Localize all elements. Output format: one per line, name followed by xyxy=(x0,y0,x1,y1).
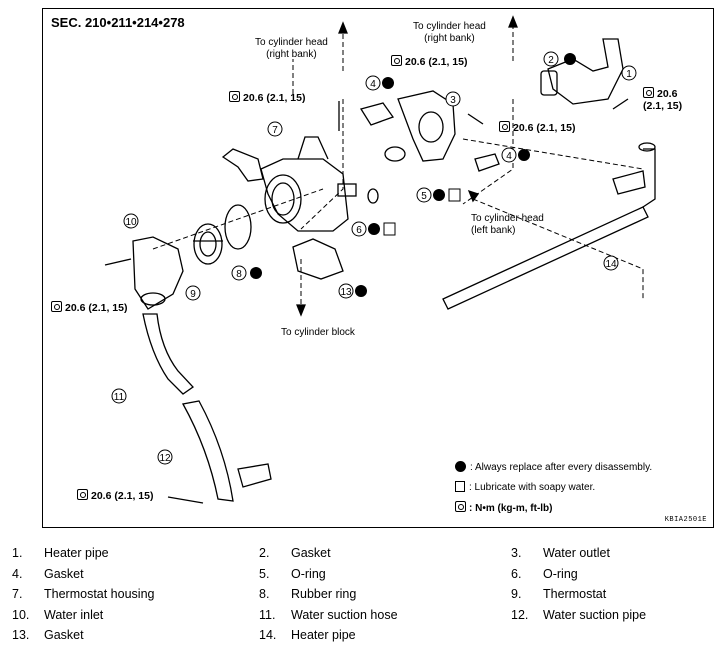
torque-spec-6: 20.6 (2.1, 15) xyxy=(77,489,153,502)
lubricate-icon xyxy=(455,481,465,492)
diagram-frame: SEC. 210•211•214•278 To cylinder head (r… xyxy=(42,8,714,528)
torque-spec-5: 20.6 (2.1, 15) xyxy=(51,301,127,314)
legend-replace: : Always replace after every disassembly… xyxy=(455,461,652,473)
legend-torque: : N•m (kg-m, ft-lb) xyxy=(455,501,553,514)
torque-icon xyxy=(455,501,466,512)
rubber-ring-shape xyxy=(224,204,252,250)
thermostat-shape xyxy=(193,223,223,265)
torque-icon xyxy=(643,87,654,98)
direction-label-right-bank-1: To cylinder head (right bank) xyxy=(255,37,328,60)
torque-icon xyxy=(77,489,88,500)
torque-icon xyxy=(391,55,402,66)
torque-icon xyxy=(51,301,62,312)
svg-text:4: 4 xyxy=(506,151,512,162)
direction-label-left-bank: To cylinder head (left bank) xyxy=(471,213,544,236)
callout-numbers: 1 2 3 4 4 5 6 7 8 9 10 11 12 13 14 xyxy=(111,51,637,465)
callout-6: 6 xyxy=(351,221,367,237)
svg-text:10: 10 xyxy=(125,217,137,228)
torque-icon xyxy=(229,91,240,102)
torque-spec-2: 20.6 (2.1, 15) xyxy=(391,55,467,68)
direction-label-right-bank-2: To cylinder head (right bank) xyxy=(413,21,486,44)
heater-pipe-1-shape xyxy=(540,38,629,110)
callout-4b: 4 xyxy=(501,147,517,163)
svg-text:6: 6 xyxy=(356,225,362,236)
svg-text:9: 9 xyxy=(190,289,196,300)
svg-text:13: 13 xyxy=(340,287,352,298)
callout-7: 7 xyxy=(267,121,283,137)
svg-text:5: 5 xyxy=(421,191,427,202)
torque-spec-1: 20.6 (2.1, 15) xyxy=(229,91,305,104)
torque-icon xyxy=(499,121,510,132)
replace-icons xyxy=(250,53,576,297)
parts-list: 1.Heater pipe 2.Gasket 3.Water outlet 4.… xyxy=(12,546,647,642)
callout-13: 13 xyxy=(338,283,354,299)
water-suction-hose-shape xyxy=(142,313,194,395)
callout-8: 8 xyxy=(231,265,247,281)
svg-text:3: 3 xyxy=(450,95,456,106)
gasket-4a-shape xyxy=(359,102,395,126)
svg-text:1: 1 xyxy=(626,69,632,80)
callout-5: 5 xyxy=(416,187,432,203)
thermostat-housing-shape xyxy=(221,136,357,232)
lubricate-icons xyxy=(383,188,461,236)
callout-1: 1 xyxy=(621,65,637,81)
replace-icon xyxy=(455,461,466,472)
callout-4a: 4 xyxy=(365,75,381,91)
callout-10: 10 xyxy=(123,213,139,229)
o-ring-5-shape xyxy=(384,146,406,162)
gasket-4b-shape xyxy=(474,153,500,172)
torque-spec-3: 20.6 (2.1, 15) xyxy=(499,121,575,134)
callout-12: 12 xyxy=(157,449,173,465)
water-suction-pipe-shape xyxy=(167,400,272,504)
o-ring-6-shape xyxy=(367,188,379,204)
exploded-view-drawing xyxy=(104,15,656,504)
section-number: SEC. 210•211•214•278 xyxy=(51,15,185,30)
callout-2: 2 xyxy=(543,51,559,67)
gasket-13-shape xyxy=(292,238,344,280)
figure-code: KBIA2501E xyxy=(664,516,707,524)
torque-spec-4: 20.6 (2.1, 15) xyxy=(643,87,683,112)
svg-text:2: 2 xyxy=(548,55,554,66)
svg-text:14: 14 xyxy=(605,259,617,270)
callout-14: 14 xyxy=(603,255,619,271)
svg-text:12: 12 xyxy=(159,453,171,464)
water-outlet-shape xyxy=(397,90,484,162)
callout-3: 3 xyxy=(445,91,461,107)
svg-text:11: 11 xyxy=(114,392,125,403)
callout-9: 9 xyxy=(185,285,201,301)
svg-text:7: 7 xyxy=(272,125,278,136)
heater-pipe-14-shape xyxy=(442,142,656,310)
direction-label-cylinder-block: To cylinder block xyxy=(281,327,355,338)
svg-text:4: 4 xyxy=(370,79,376,90)
callout-11: 11 xyxy=(111,388,127,404)
water-inlet-shape xyxy=(104,236,184,310)
svg-text:8: 8 xyxy=(236,269,242,280)
legend-lubricate: : Lubricate with soapy water. xyxy=(455,481,595,493)
direction-lines xyxy=(152,23,644,309)
